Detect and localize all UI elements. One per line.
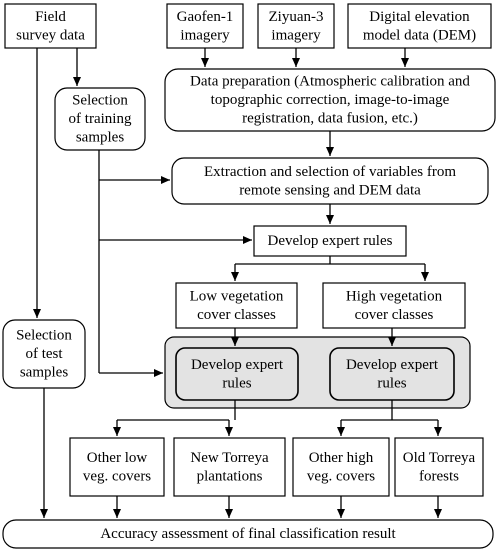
node-box — [394, 437, 484, 497]
node-box — [253, 225, 407, 257]
node-label-line: Other low — [87, 450, 148, 466]
node-label-line: Digital elevation — [369, 9, 470, 25]
node-label-line: Data preparation (Atmospheric calibratio… — [190, 74, 470, 90]
node-gaofen: Gaofen-1 imagery — [166, 3, 244, 49]
node-label-line: Develop expert rules — [268, 233, 393, 249]
node-label-line: Other high — [309, 450, 374, 466]
node-box — [175, 282, 298, 329]
node-label-line: Accuracy assessment of final classificat… — [100, 526, 396, 542]
node-box — [54, 87, 146, 151]
node-label-line: registration, data fusion, etc.) — [242, 111, 418, 127]
node-box — [4, 3, 97, 49]
node-label-line: forests — [419, 468, 459, 484]
node-extraction: Extraction and selection of variables fr… — [171, 157, 489, 205]
node-label-line: remote sensing and DEM data — [239, 182, 421, 198]
node-box — [329, 347, 455, 401]
node-new-torreya: New Torreya plantations — [173, 437, 286, 497]
node-label-line: Selection — [16, 328, 72, 344]
node-box — [257, 3, 335, 49]
node-label-line: Old Torreya — [403, 450, 476, 466]
node-box — [175, 347, 299, 401]
node-label-line: rules — [377, 375, 406, 391]
node-label-line: imagery — [180, 27, 230, 43]
node-label-line: imagery — [271, 27, 321, 43]
node-rules-high: Develop expert rules — [329, 347, 455, 401]
node-label-line: samples — [20, 365, 68, 381]
node-box — [173, 437, 286, 497]
node-label-line: New Torreya — [190, 450, 269, 466]
node-field-survey: Field survey data — [4, 3, 97, 49]
node-other-low: Other low veg. covers — [69, 437, 165, 497]
node-label-line: High vegetation — [346, 288, 443, 304]
node-ziyuan: Ziyuan-3 imagery — [257, 3, 335, 49]
node-test: Selection of test samples — [2, 319, 86, 389]
node-label-line: survey data — [16, 27, 85, 43]
flow-arrows — [33, 48, 442, 518]
node-rules-low: Develop expert rules — [175, 347, 299, 401]
node-label-line: Develop expert — [191, 357, 284, 373]
node-label-line: of training — [69, 111, 132, 127]
node-label-line: Field — [35, 9, 66, 25]
node-box — [171, 157, 489, 205]
node-label-line: plantations — [197, 468, 263, 484]
node-training: Selection of training samples — [54, 87, 146, 151]
node-data-prep: Data preparation (Atmospheric calibratio… — [164, 68, 496, 132]
node-label-line: Develop expert — [346, 357, 439, 373]
node-dem: Digital elevation model data (DEM) — [347, 3, 492, 49]
node-label-line: Gaofen-1 — [177, 9, 234, 25]
node-label-line: Selection — [72, 93, 128, 109]
node-label-line: veg. covers — [307, 468, 375, 484]
node-box — [322, 282, 466, 329]
node-label-line: Low vegetation — [190, 288, 284, 304]
node-high-veg: High vegetation cover classes — [322, 282, 466, 329]
node-label-line: of test — [25, 346, 63, 362]
node-label-line: topographic correction, image-to-image — [211, 92, 450, 108]
node-label-line: samples — [76, 130, 124, 146]
node-box — [292, 437, 390, 497]
node-label-line: veg. covers — [83, 468, 151, 484]
node-label-line: rules — [222, 375, 251, 391]
node-label-line: cover classes — [197, 307, 276, 323]
node-label-line: cover classes — [355, 307, 434, 323]
node-accuracy: Accuracy assessment of final classificat… — [2, 519, 494, 549]
node-other-high: Other high veg. covers — [292, 437, 390, 497]
node-box — [166, 3, 244, 49]
node-old-torreya: Old Torreya forests — [394, 437, 484, 497]
node-low-veg: Low vegetation cover classes — [175, 282, 298, 329]
node-box — [2, 319, 86, 389]
node-box — [347, 3, 492, 49]
node-box — [69, 437, 165, 497]
node-box — [2, 519, 494, 549]
node-box — [164, 68, 496, 132]
node-label-line: Ziyuan-3 — [269, 9, 324, 25]
node-label-line: Extraction and selection of variables fr… — [204, 164, 456, 180]
node-rules-main: Develop expert rules — [253, 225, 407, 257]
node-label-line: model data (DEM) — [363, 27, 476, 43]
